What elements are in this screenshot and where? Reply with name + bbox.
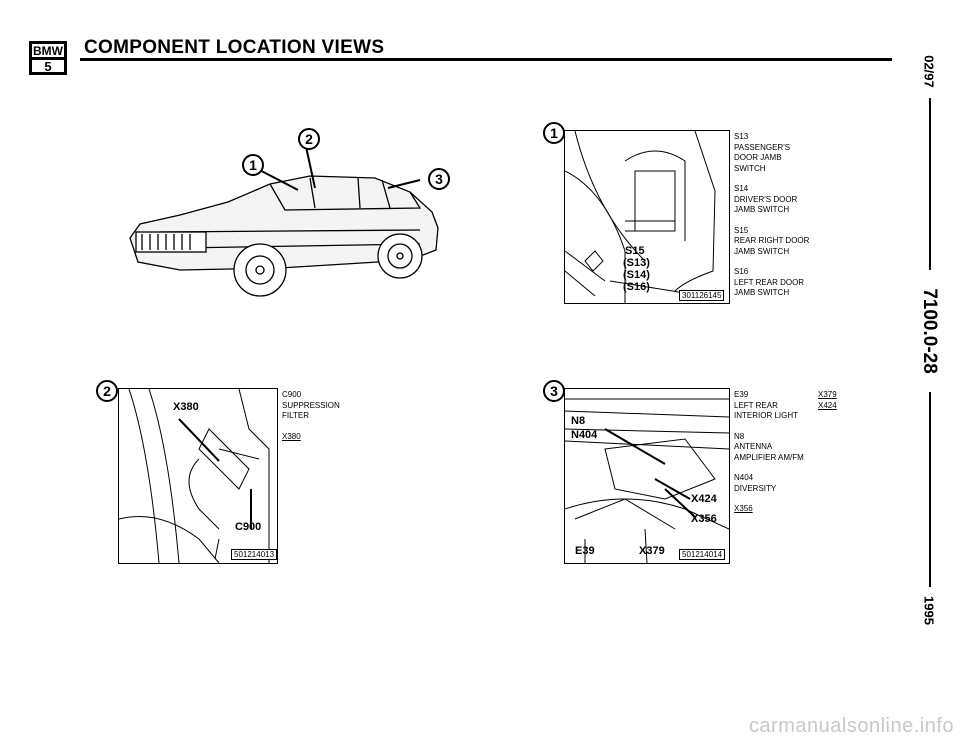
legend-n8-line1: ANTENNA [734,442,773,451]
callout-x356: X356 [691,513,717,525]
logo-top-text: BMW [33,44,64,58]
side-date: 02/97 [921,55,937,88]
side-year: 1995 [921,596,937,625]
panel3-figure-number: 501214014 [679,549,726,560]
panel2-suppression-filter-detail: X380 C900 501214013 [118,388,278,564]
header-rule [80,58,892,61]
overview-marker-2: 2 [298,128,320,150]
logo-bottom-text: 5 [44,59,51,74]
legend-x380-code: X380 [282,432,340,443]
legend-e39-code: E39 [734,390,749,399]
legend-x379-code: X379 [818,390,837,401]
legend-s14-code: S14 [734,184,749,193]
legend-s16-line1: LEFT REAR DOOR [734,277,805,287]
car-overview-illustration [129,141,439,297]
callout-s16: (S16) [623,281,650,293]
legend-x356-code: X356 [734,504,804,515]
panel1-legend: S13 PASSENGER'S DOOR JAMB SWITCH S14 DRI… [734,132,809,299]
legend-e39-line1: LEFT REAR [734,400,778,410]
side-line-1 [929,98,931,270]
legend-s13-line3: SWITCH [734,163,766,173]
legend-n404-code: N404 [734,473,754,482]
legend-e39-line2: INTERIOR LIGHT [734,411,799,420]
panel3-legend-right: X379 X424 [818,390,837,411]
callout-x380: X380 [173,401,199,413]
callout-n8: N8 [571,415,586,427]
bmw-5-series-logo: BMW 5 [29,41,67,75]
overview-marker-3: 3 [428,168,450,190]
side-line-2 [929,392,931,587]
callout-x424: X424 [691,493,717,505]
callout-x379: X379 [639,545,665,557]
panel1-marker: 1 [543,122,565,144]
overview-marker-1: 1 [242,154,264,176]
side-page-code: 7100.0-28 [919,288,940,374]
callout-s15: S15 [625,245,645,257]
legend-s14-line2: JAMB SWITCH [734,205,790,214]
legend-s15-code: S15 [734,225,749,235]
legend-s13-code: S13 [734,132,749,141]
legend-s16-code: S16 [734,267,749,276]
page-title: COMPONENT LOCATION VIEWS [84,37,385,58]
legend-c900-code: C900 [282,390,302,399]
legend-s15-line1: REAR RIGHT DOOR [734,236,810,245]
panel2-illustration [119,389,270,563]
legend-n404-line1: DIVERSITY [734,483,777,493]
legend-x379-link: X379 [818,390,837,399]
panel3-marker: 3 [543,380,565,402]
legend-c900-line2: FILTER [282,411,309,420]
legend-x356-link: X356 [734,504,753,513]
panel1-illustration [565,131,716,303]
panel3-rear-window-detail: N8 N404 X424 X356 E39 X379 501214014 [564,388,730,564]
legend-s14-line1: DRIVER'S DOOR [734,194,798,204]
legend-x424-code: X424 [818,401,837,412]
watermark: carmanualsonline.info [748,715,954,737]
panel2-marker: 2 [96,380,118,402]
legend-x380-link: X380 [282,431,301,441]
legend-n8-line2: AMPLIFIER AM/FM [734,452,804,462]
legend-s13-line1: PASSENGER'S [734,142,791,152]
panel3-legend: E39 LEFT REAR INTERIOR LIGHT N8 ANTENNA … [734,390,804,515]
panel1-door-jamb-detail: S15 (S13) (S14) (S16) 301126145 [564,130,730,304]
panel1-figure-number: 301126145 [679,290,725,301]
panel2-legend: C900 SUPPRESSION FILTER X380 [282,390,340,442]
callout-s13: (S13) [623,257,650,269]
panel3-illustration [565,398,729,563]
legend-s15-line2: JAMB SWITCH [734,246,790,256]
callout-s14: (S14) [623,269,650,281]
legend-n8-code: N8 [734,431,745,441]
legend-s13-line2: DOOR JAMB [734,153,782,162]
legend-c900-line1: SUPPRESSION [282,400,340,410]
panel2-figure-number: 501214013 [231,549,277,560]
legend-x424-link: X424 [818,400,837,410]
callout-n404: N404 [571,429,598,441]
callout-c900: C900 [235,521,262,533]
callout-e39: E39 [575,545,595,557]
legend-s16-line2: JAMB SWITCH [734,288,790,297]
